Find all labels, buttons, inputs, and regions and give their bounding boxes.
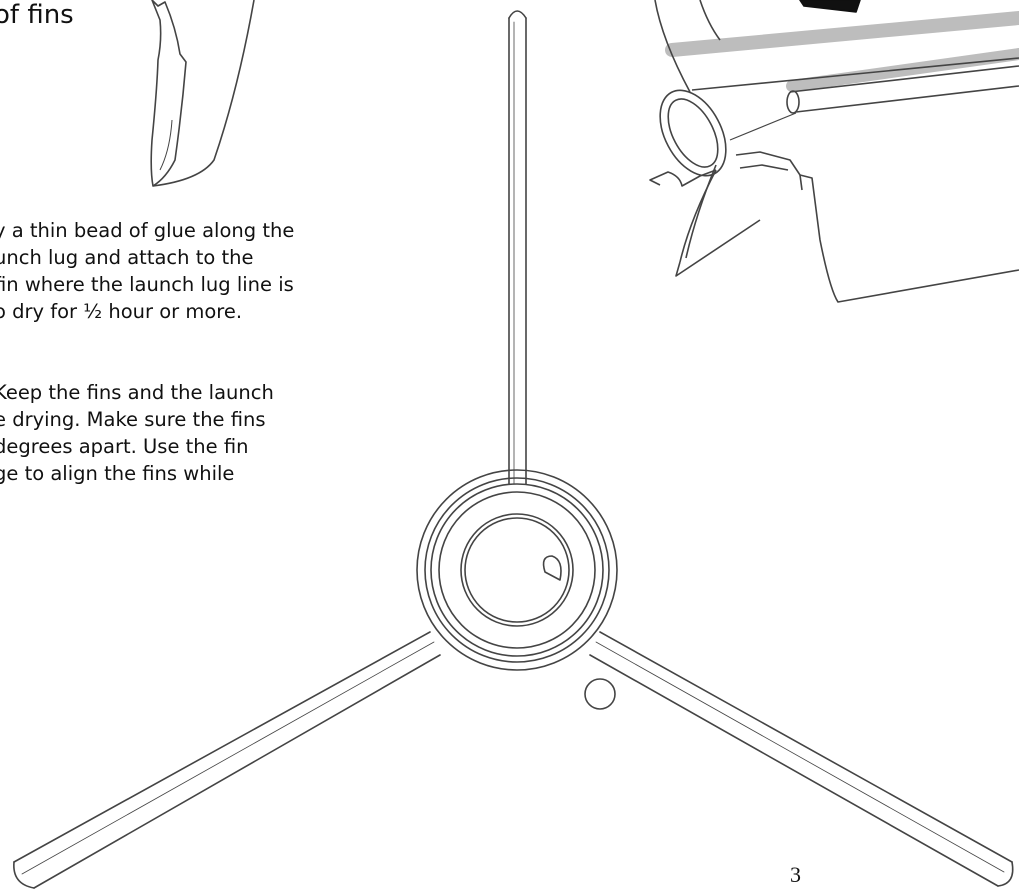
instruction-align-step: Keep the fins and the launch e drying. M… [0, 379, 274, 487]
instruction-line: ge to align the fins while [0, 462, 235, 485]
fin-outline-illustration [150, 0, 255, 187]
instruction-line: e drying. Make sure the fins [0, 408, 266, 431]
section-heading: of fins [0, 0, 74, 30]
instruction-line: unch lug and attach to the [0, 246, 254, 269]
instruction-glue-step: y a thin bead of glue along the unch lug… [0, 217, 294, 325]
instruction-line: degrees apart. Use the fin [0, 435, 249, 458]
instruction-line: fin where the launch lug line is [0, 273, 294, 296]
instruction-line: o dry for ½ hour or more. [0, 300, 243, 323]
rocket-body-illustration [649, 0, 1019, 303]
page-number: 3 [790, 862, 801, 887]
instruction-line: y a thin bead of glue along the [0, 219, 295, 242]
instruction-line: Keep the fins and the launch [0, 381, 274, 404]
fin-alignment-guide-illustration [13, 10, 1014, 889]
